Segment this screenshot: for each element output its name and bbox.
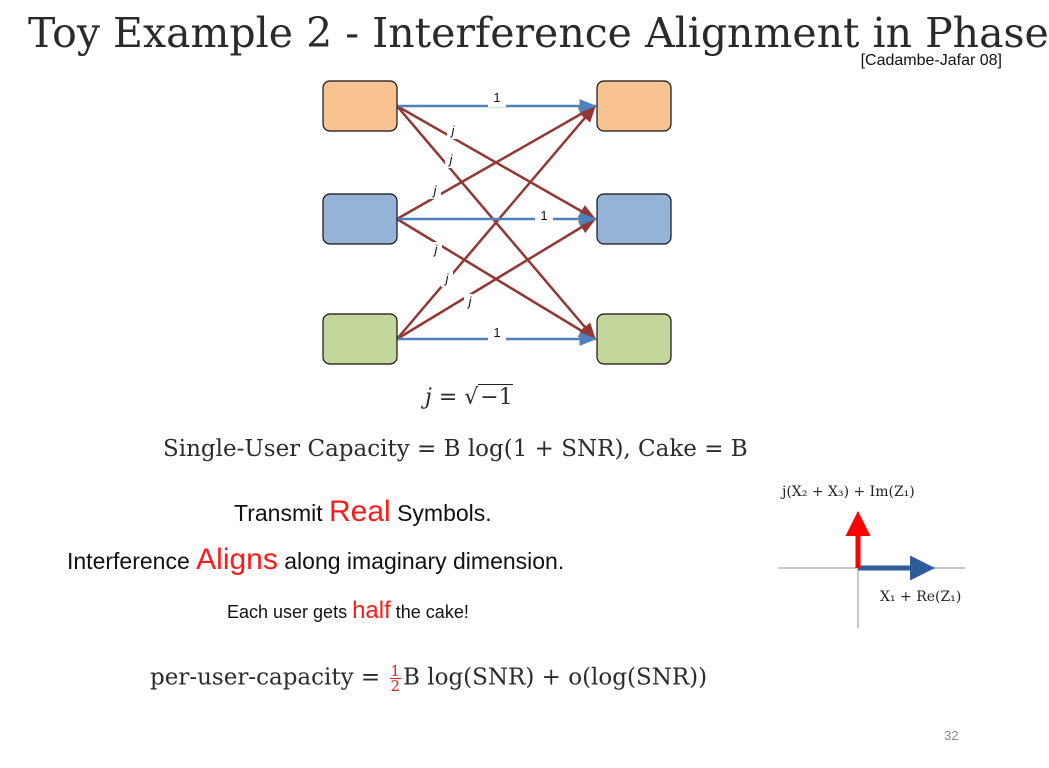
slide-number: 32 [944, 728, 959, 743]
transmitter-1 [322, 80, 398, 132]
gain-label-bg [464, 294, 476, 310]
receiver-3 [596, 313, 672, 365]
bullet-text: along imaginary dimension. [277, 548, 565, 574]
bullet-text: Each user gets [227, 602, 353, 622]
cross-link-3-to-2 [396, 217, 597, 341]
sqrt-radicand: −1 [478, 384, 513, 410]
bullet-text: Transmit [234, 500, 329, 526]
cross-link-3-to-1 [396, 104, 597, 340]
gain-label-bg [429, 183, 441, 199]
cross-gain-label-3: j [432, 183, 438, 198]
cross-link-2-to-1 [396, 104, 597, 221]
fraction-numerator: 1 [389, 662, 402, 680]
cross-gain-label-5: j [444, 271, 450, 286]
fraction-denominator: 2 [390, 677, 401, 695]
j-definition: j = √−1 [425, 384, 513, 410]
transmitter-3 [322, 313, 398, 365]
direct-gain-label-1: 1 [493, 90, 500, 105]
receiver-2 [596, 193, 672, 245]
slide-title: Toy Example 2 - Interference Alignment i… [28, 9, 1049, 57]
bullet-text: Symbols. [390, 500, 492, 526]
gain-label-bg [535, 207, 553, 225]
links-layer [396, 99, 597, 346]
cross-gain-label-1: j [450, 123, 456, 138]
direct-gain-label-3: 1 [493, 325, 500, 340]
gain-label-bg [445, 152, 457, 168]
formula-lhs: per-user-capacity = [150, 664, 388, 691]
bullet-transmit-real: Transmit Real Symbols. [234, 495, 492, 529]
gain-label-bg [430, 242, 442, 258]
bullet-half-cake: Each user gets half the cake! [227, 597, 469, 625]
highlight-half: half [352, 597, 391, 624]
cross-gain-label-4: j [433, 242, 439, 257]
gain-label-bg [488, 89, 506, 107]
gain-label-bg [447, 123, 459, 139]
imaginary-axis-label: j(X₂ + X₃) + Im(Z₁) [782, 484, 915, 500]
bullet-text: the cake! [390, 602, 469, 622]
cross-gain-label-6: j [467, 294, 473, 309]
bullet-text: Interference [67, 548, 197, 574]
j-symbol: j [425, 385, 432, 410]
real-axis-label: X₁ + Re(Z₁) [880, 589, 962, 605]
capacity-formula: Single-User Capacity = B log(1 + SNR), C… [163, 436, 748, 462]
highlight-real: Real [329, 495, 391, 528]
transmitter-2 [322, 193, 398, 245]
phase-plot [778, 511, 965, 628]
bullet-interference-aligns: Interference Aligns along imaginary dime… [67, 543, 564, 577]
nodes-layer [322, 80, 672, 365]
direct-gain-label-2: 1 [540, 208, 547, 223]
citation: [Cadambe-Jafar 08] [860, 52, 1002, 69]
cross-gain-label-2: j [448, 152, 454, 167]
receiver-1 [596, 80, 672, 132]
sqrt-symbol: √ [464, 385, 479, 410]
formula-rhs: B log(SNR) + o(log(SNR)) [403, 664, 708, 691]
highlight-aligns: Aligns [196, 543, 278, 576]
gain-label-bg [441, 271, 453, 287]
equals-sign: = [438, 385, 458, 410]
gain-label-bg [488, 324, 506, 342]
